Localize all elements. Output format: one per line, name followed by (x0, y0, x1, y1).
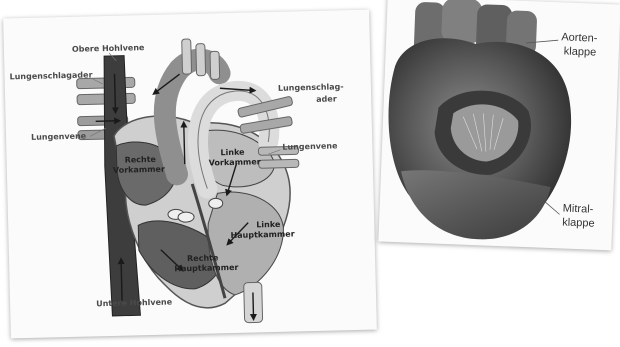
leader-mitralklappe (545, 202, 560, 215)
heart-diagram-card: Obere Hohlvene Lungenschlagader Lungensc… (3, 10, 377, 339)
label-rechte-vorkammer-line2: Vorkammer (113, 165, 165, 175)
label-rechte-hauptkammer-line1: Rechte (187, 253, 219, 263)
label-lungenvene-left: Lungenvene (31, 132, 87, 142)
label-linke-vorkammer-line2: Vorkammer (209, 157, 261, 167)
label-linke-hauptkammer-line1: Linke (256, 220, 281, 230)
label-lungenschlagader-right-line1: Lungenschlag- (278, 82, 344, 93)
heart-photo-card: Aorten- klappe Mitral- klappe (378, 0, 620, 250)
label-aortenklappe-line1: Aorten- (561, 31, 598, 44)
heart-photo: Aorten- klappe Mitral- klappe (378, 0, 620, 250)
label-rechte-hauptkammer-line2: Hauptkammer (174, 263, 238, 274)
label-lungenvene-right: Lungenvene (282, 141, 338, 151)
label-untere-hohlvene: Untere Hohlvene (96, 297, 173, 308)
label-obere-hohlvene: Obere Hohlvene (72, 43, 145, 54)
label-linke-hauptkammer-line2: Hauptkammer (230, 229, 294, 240)
heart-diagram: Obere Hohlvene Lungenschlagader Lungensc… (3, 10, 377, 339)
label-lungenschlagader-right-line2: ader (316, 94, 337, 103)
aortic-branches (182, 38, 220, 80)
label-mitralklappe-line2: klappe (562, 216, 595, 229)
label-aortenklappe-line2: klappe (564, 45, 597, 58)
label-mitralklappe-line1: Mitral- (563, 202, 594, 215)
label-linke-vorkammer-line1: Linke (220, 148, 245, 158)
label-rechte-vorkammer-line1: Rechte (125, 155, 157, 165)
